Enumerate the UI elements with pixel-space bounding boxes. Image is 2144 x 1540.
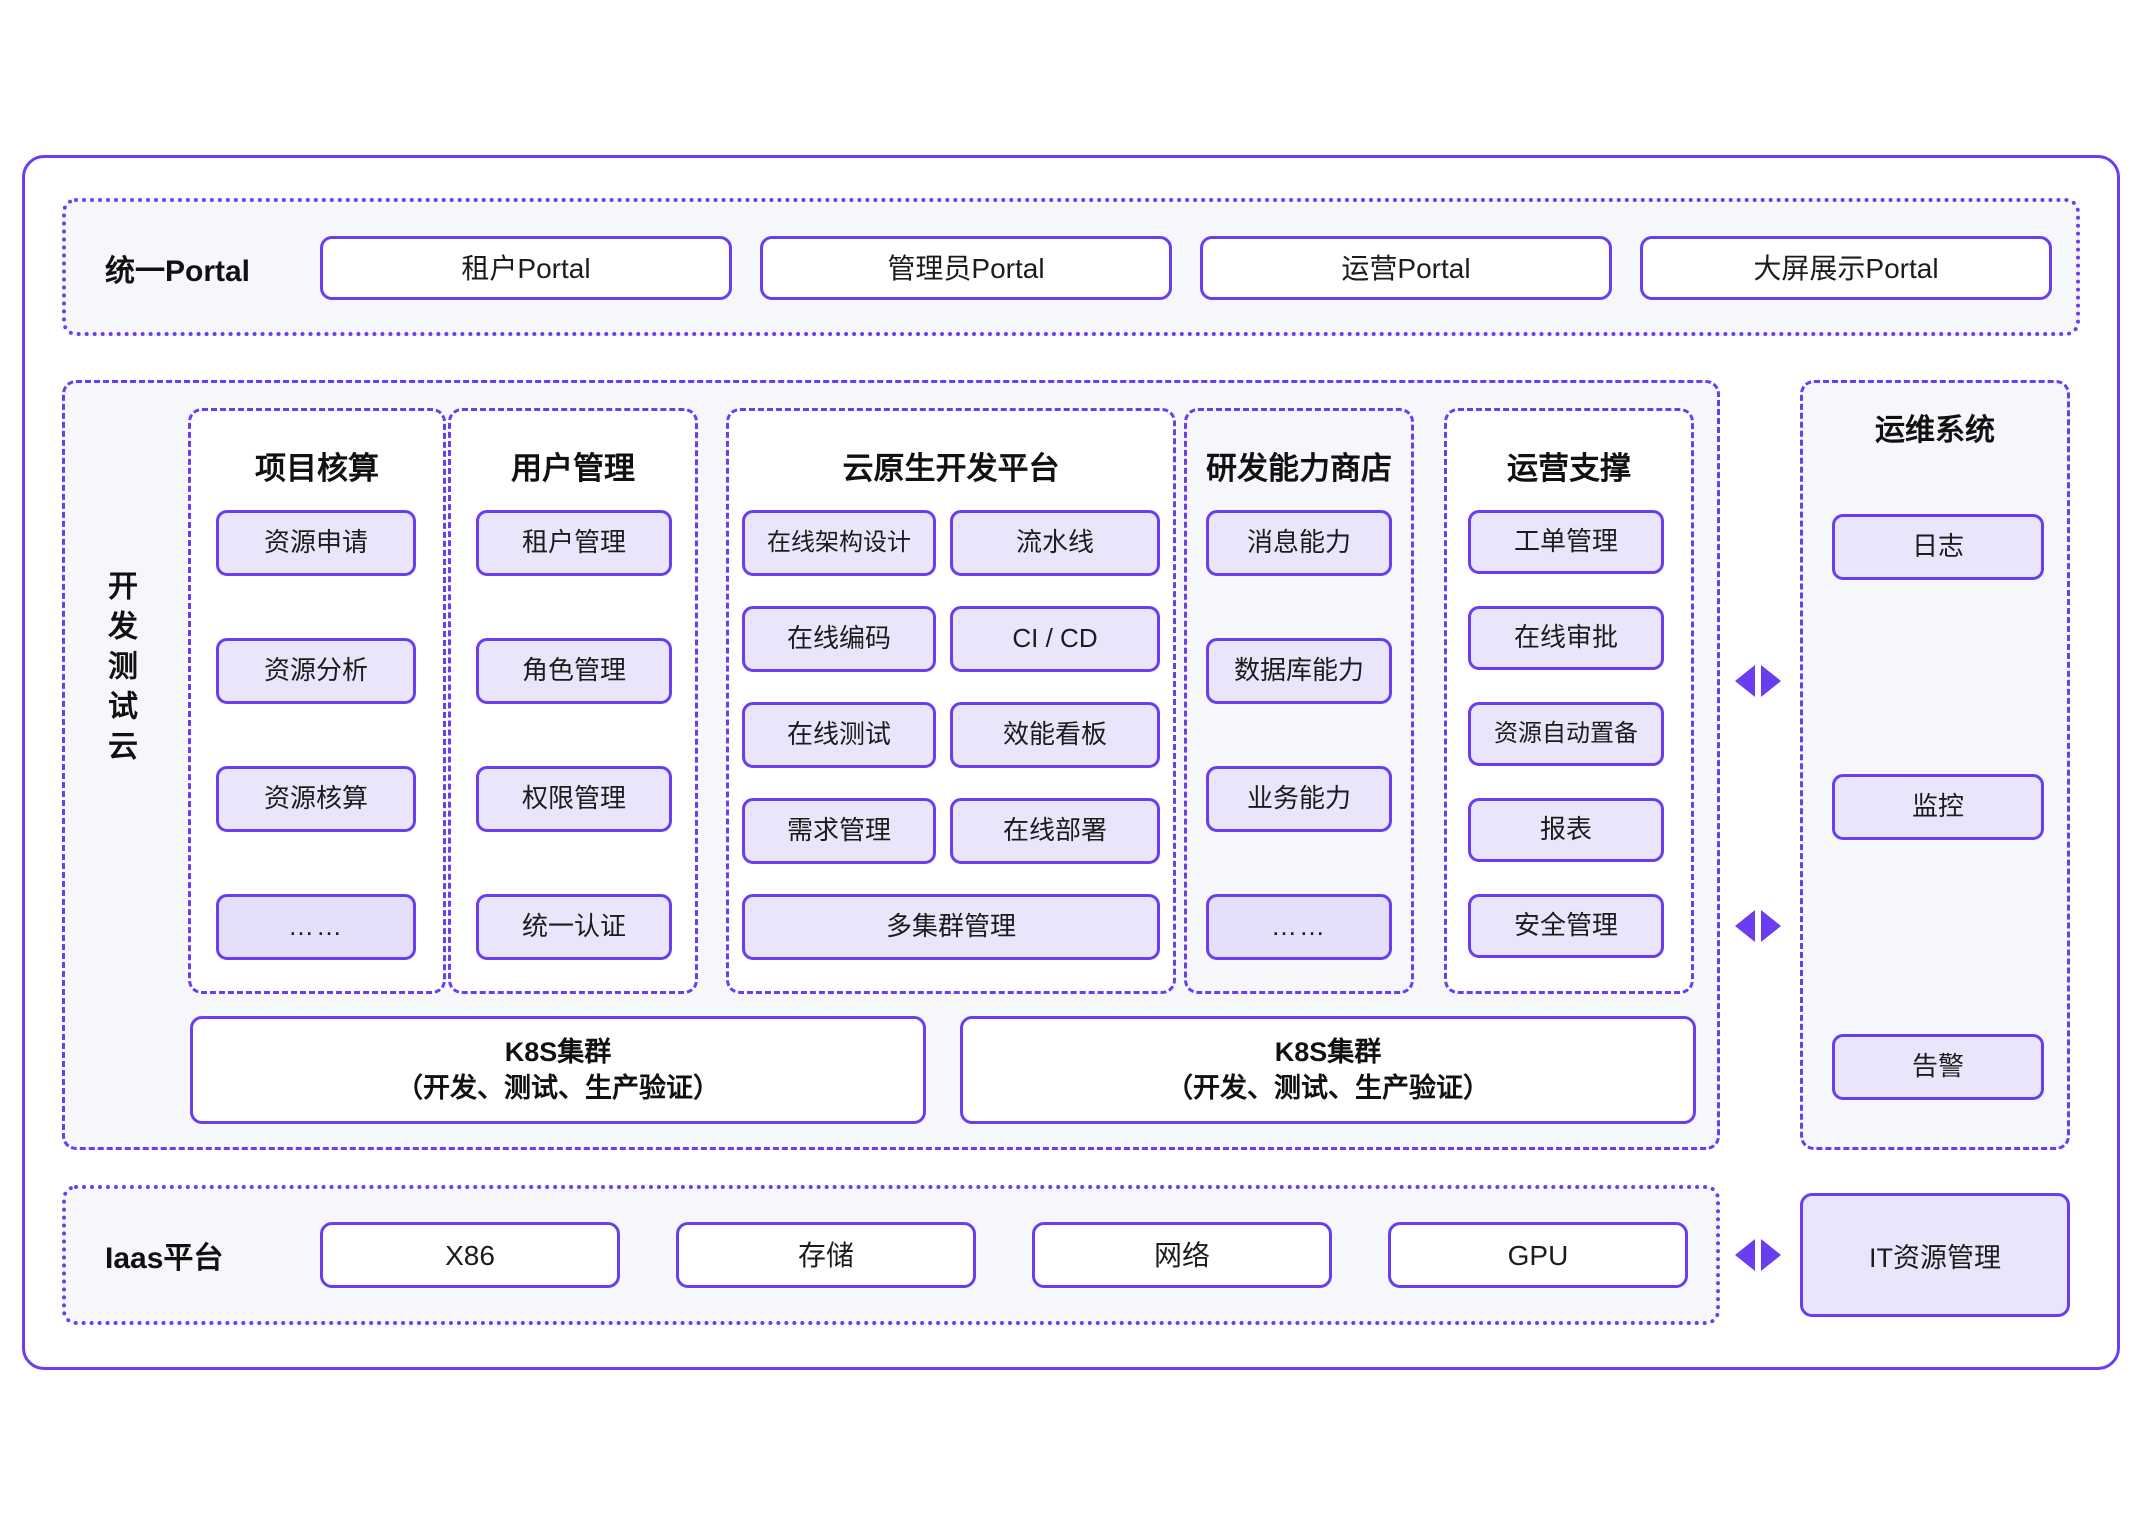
- k8s-subtitle: （开发、测试、生产验证）: [396, 1073, 720, 1103]
- arrow-left-icon: [1735, 1239, 1755, 1271]
- portal-bigscreen[interactable]: 大屏展示Portal: [1640, 236, 2052, 300]
- k8s-cluster-2[interactable]: K8S集群 （开发、测试、生产验证）: [960, 1016, 1696, 1124]
- arrow-right-icon: [1761, 910, 1781, 942]
- box-message-capability[interactable]: 消息能力: [1206, 510, 1392, 576]
- iaas-connector: [1735, 1239, 1781, 1271]
- iaas-gpu[interactable]: GPU: [1388, 1222, 1688, 1288]
- portal-row-label: 统一Portal: [105, 255, 251, 288]
- box-more-2[interactable]: ……: [1206, 894, 1392, 960]
- ops-connector-top: [1735, 665, 1781, 697]
- iaas-x86[interactable]: X86: [320, 1222, 620, 1288]
- box-it-resource-management[interactable]: IT资源管理: [1800, 1193, 2070, 1317]
- box-monitoring[interactable]: 监控: [1832, 774, 2044, 840]
- iaas-storage[interactable]: 存储: [676, 1222, 976, 1288]
- column-title: 用户管理: [511, 451, 635, 486]
- k8s-title: K8S集群: [1274, 1036, 1382, 1067]
- dev-test-cloud-label: 开发测试云: [103, 570, 136, 770]
- box-more-1[interactable]: ……: [216, 894, 416, 960]
- box-log[interactable]: 日志: [1832, 514, 2044, 580]
- column-title: 项目核算: [255, 451, 379, 486]
- box-role-management[interactable]: 角色管理: [476, 638, 672, 704]
- portal-admin[interactable]: 管理员Portal: [760, 236, 1172, 300]
- box-online-deployment[interactable]: 在线部署: [950, 798, 1160, 864]
- arrow-left-icon: [1735, 665, 1755, 697]
- box-alarm[interactable]: 告警: [1832, 1034, 2044, 1100]
- box-online-approval[interactable]: 在线审批: [1468, 606, 1664, 670]
- column-title: 云原生开发平台: [842, 451, 1060, 486]
- box-business-capability[interactable]: 业务能力: [1206, 766, 1392, 832]
- box-resource-accounting[interactable]: 资源核算: [216, 766, 416, 832]
- column-title: 研发能力商店: [1206, 451, 1392, 486]
- box-online-architecture-design[interactable]: 在线架构设计: [742, 510, 936, 576]
- box-resource-request[interactable]: 资源申请: [216, 510, 416, 576]
- column-title: 运营支撑: [1507, 451, 1631, 486]
- box-requirement-management[interactable]: 需求管理: [742, 798, 936, 864]
- box-unified-auth[interactable]: 统一认证: [476, 894, 672, 960]
- box-permission-management[interactable]: 权限管理: [476, 766, 672, 832]
- arrow-left-icon: [1735, 910, 1755, 942]
- box-ci-cd[interactable]: CI / CD: [950, 606, 1160, 672]
- box-resource-analysis[interactable]: 资源分析: [216, 638, 416, 704]
- ops-system-panel: [1800, 380, 2070, 1150]
- box-online-coding[interactable]: 在线编码: [742, 606, 936, 672]
- k8s-cluster-1[interactable]: K8S集群 （开发、测试、生产验证）: [190, 1016, 926, 1124]
- ops-connector-bottom: [1735, 910, 1781, 942]
- box-tenant-management[interactable]: 租户管理: [476, 510, 672, 576]
- portal-tenant[interactable]: 租户Portal: [320, 236, 732, 300]
- iaas-row-label: Iaas平台: [105, 1242, 224, 1275]
- box-auto-resource-provisioning[interactable]: 资源自动置备: [1468, 702, 1664, 766]
- iaas-network[interactable]: 网络: [1032, 1222, 1332, 1288]
- k8s-subtitle: （开发、测试、生产验证）: [1166, 1073, 1490, 1103]
- box-pipeline[interactable]: 流水线: [950, 510, 1160, 576]
- arrow-right-icon: [1761, 665, 1781, 697]
- box-efficiency-dashboard[interactable]: 效能看板: [950, 702, 1160, 768]
- box-online-testing[interactable]: 在线测试: [742, 702, 936, 768]
- box-ticket-management[interactable]: 工单管理: [1468, 510, 1664, 574]
- box-reports[interactable]: 报表: [1468, 798, 1664, 862]
- box-database-capability[interactable]: 数据库能力: [1206, 638, 1392, 704]
- ops-system-title: 运维系统: [1875, 414, 1995, 447]
- arrow-right-icon: [1761, 1239, 1781, 1271]
- box-security-management[interactable]: 安全管理: [1468, 894, 1664, 958]
- portal-operations[interactable]: 运营Portal: [1200, 236, 1612, 300]
- k8s-title: K8S集群: [504, 1036, 612, 1067]
- box-multi-cluster-management[interactable]: 多集群管理: [742, 894, 1160, 960]
